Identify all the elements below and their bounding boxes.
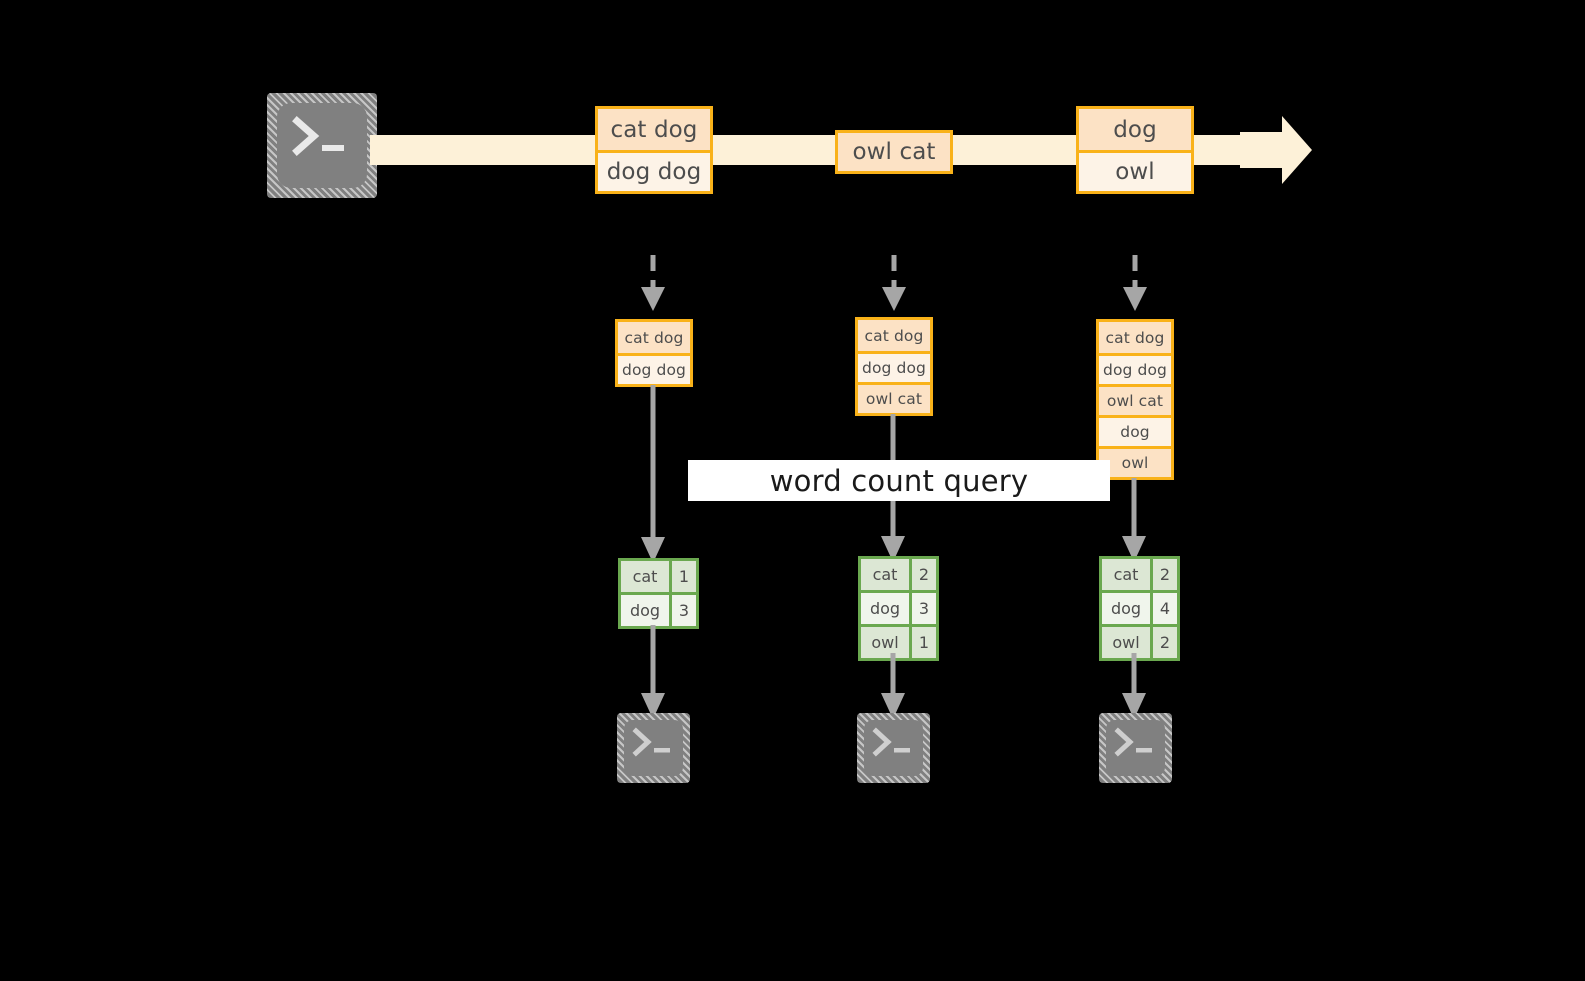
accumulated-row: owl cat [858,382,930,413]
result-table-column-3[interactable]: cat 2 dog 4 owl 2 [1099,556,1180,661]
result-word: dog [861,593,909,624]
result-row: cat 2 [1102,559,1177,590]
result-count: 1 [669,561,696,592]
result-count: 1 [909,627,936,658]
accumulated-row: cat dog [1099,322,1171,353]
accumulated-row: dog [1099,415,1171,446]
accumulated-row: cat dog [618,322,690,353]
dashed-connector-column-3 [1118,255,1152,323]
dashed-connector-column-2 [877,255,911,323]
query-connector-column-1 [638,385,668,565]
result-table-column-2[interactable]: cat 2 dog 3 owl 1 [858,556,939,661]
result-row: owl 1 [861,624,936,658]
result-row: dog 3 [861,590,936,624]
result-word: dog [621,595,669,626]
stream-event-row: owl cat [838,133,950,171]
result-word: dog [1102,593,1150,624]
stream-event-box-3[interactable]: dog owl [1076,106,1194,194]
terminal-screen [864,720,923,776]
stream-event-row: owl [1079,150,1191,191]
stream-event-row: dog [1079,109,1191,150]
query-label: word count query [769,463,1029,498]
terminal-prompt-glyph [872,727,910,757]
result-word: cat [621,561,669,592]
result-table-column-1[interactable]: cat 1 dog 3 [618,558,699,629]
result-count: 3 [909,593,936,624]
source-terminal-icon[interactable] [267,93,377,198]
result-row: owl 2 [1102,624,1177,658]
sink-connector-column-3 [1119,653,1149,721]
result-count: 2 [1150,627,1177,658]
result-row: cat 1 [621,561,696,592]
accumulated-row: cat dog [858,320,930,351]
dashed-connector-column-1 [636,255,670,323]
result-row: dog 3 [621,592,696,626]
terminal-prompt-glyph [632,727,670,757]
sink-connector-column-1 [638,625,668,721]
stream-event-row: dog dog [598,150,710,191]
result-row: cat 2 [861,559,936,590]
terminal-screen [624,720,683,776]
result-word: cat [1102,559,1150,590]
accumulated-row: owl [1099,446,1171,477]
result-word: owl [1102,627,1150,658]
query-label-band: word count query [688,460,1110,501]
stream-event-row: cat dog [598,109,710,150]
accumulated-table-column-3[interactable]: cat dog dog dog owl cat dog owl [1096,319,1174,480]
accumulated-table-column-2[interactable]: cat dog dog dog owl cat [855,317,933,416]
sink-terminal-column-1[interactable] [617,713,690,783]
accumulated-row: dog dog [858,351,930,382]
stream-event-box-1[interactable]: cat dog dog dog [595,106,713,194]
result-count: 2 [1150,559,1177,590]
sink-connector-column-2 [878,653,908,721]
stream-event-box-2[interactable]: owl cat [835,130,953,174]
result-count: 3 [669,595,696,626]
accumulated-row: owl cat [1099,384,1171,415]
accumulated-table-column-1[interactable]: cat dog dog dog [615,319,693,387]
stream-arrowhead [1240,116,1312,184]
result-word: owl [861,627,909,658]
sink-terminal-column-2[interactable] [857,713,930,783]
result-count: 4 [1150,593,1177,624]
result-word: cat [861,559,909,590]
query-connector-column-3 [1119,478,1149,564]
sink-terminal-column-3[interactable] [1099,713,1172,783]
terminal-screen [1106,720,1165,776]
terminal-prompt-glyph [292,116,344,156]
result-count: 2 [909,559,936,590]
result-row: dog 4 [1102,590,1177,624]
accumulated-row: dog dog [1099,353,1171,384]
accumulated-row: dog dog [618,353,690,384]
terminal-prompt-glyph [1114,727,1152,757]
